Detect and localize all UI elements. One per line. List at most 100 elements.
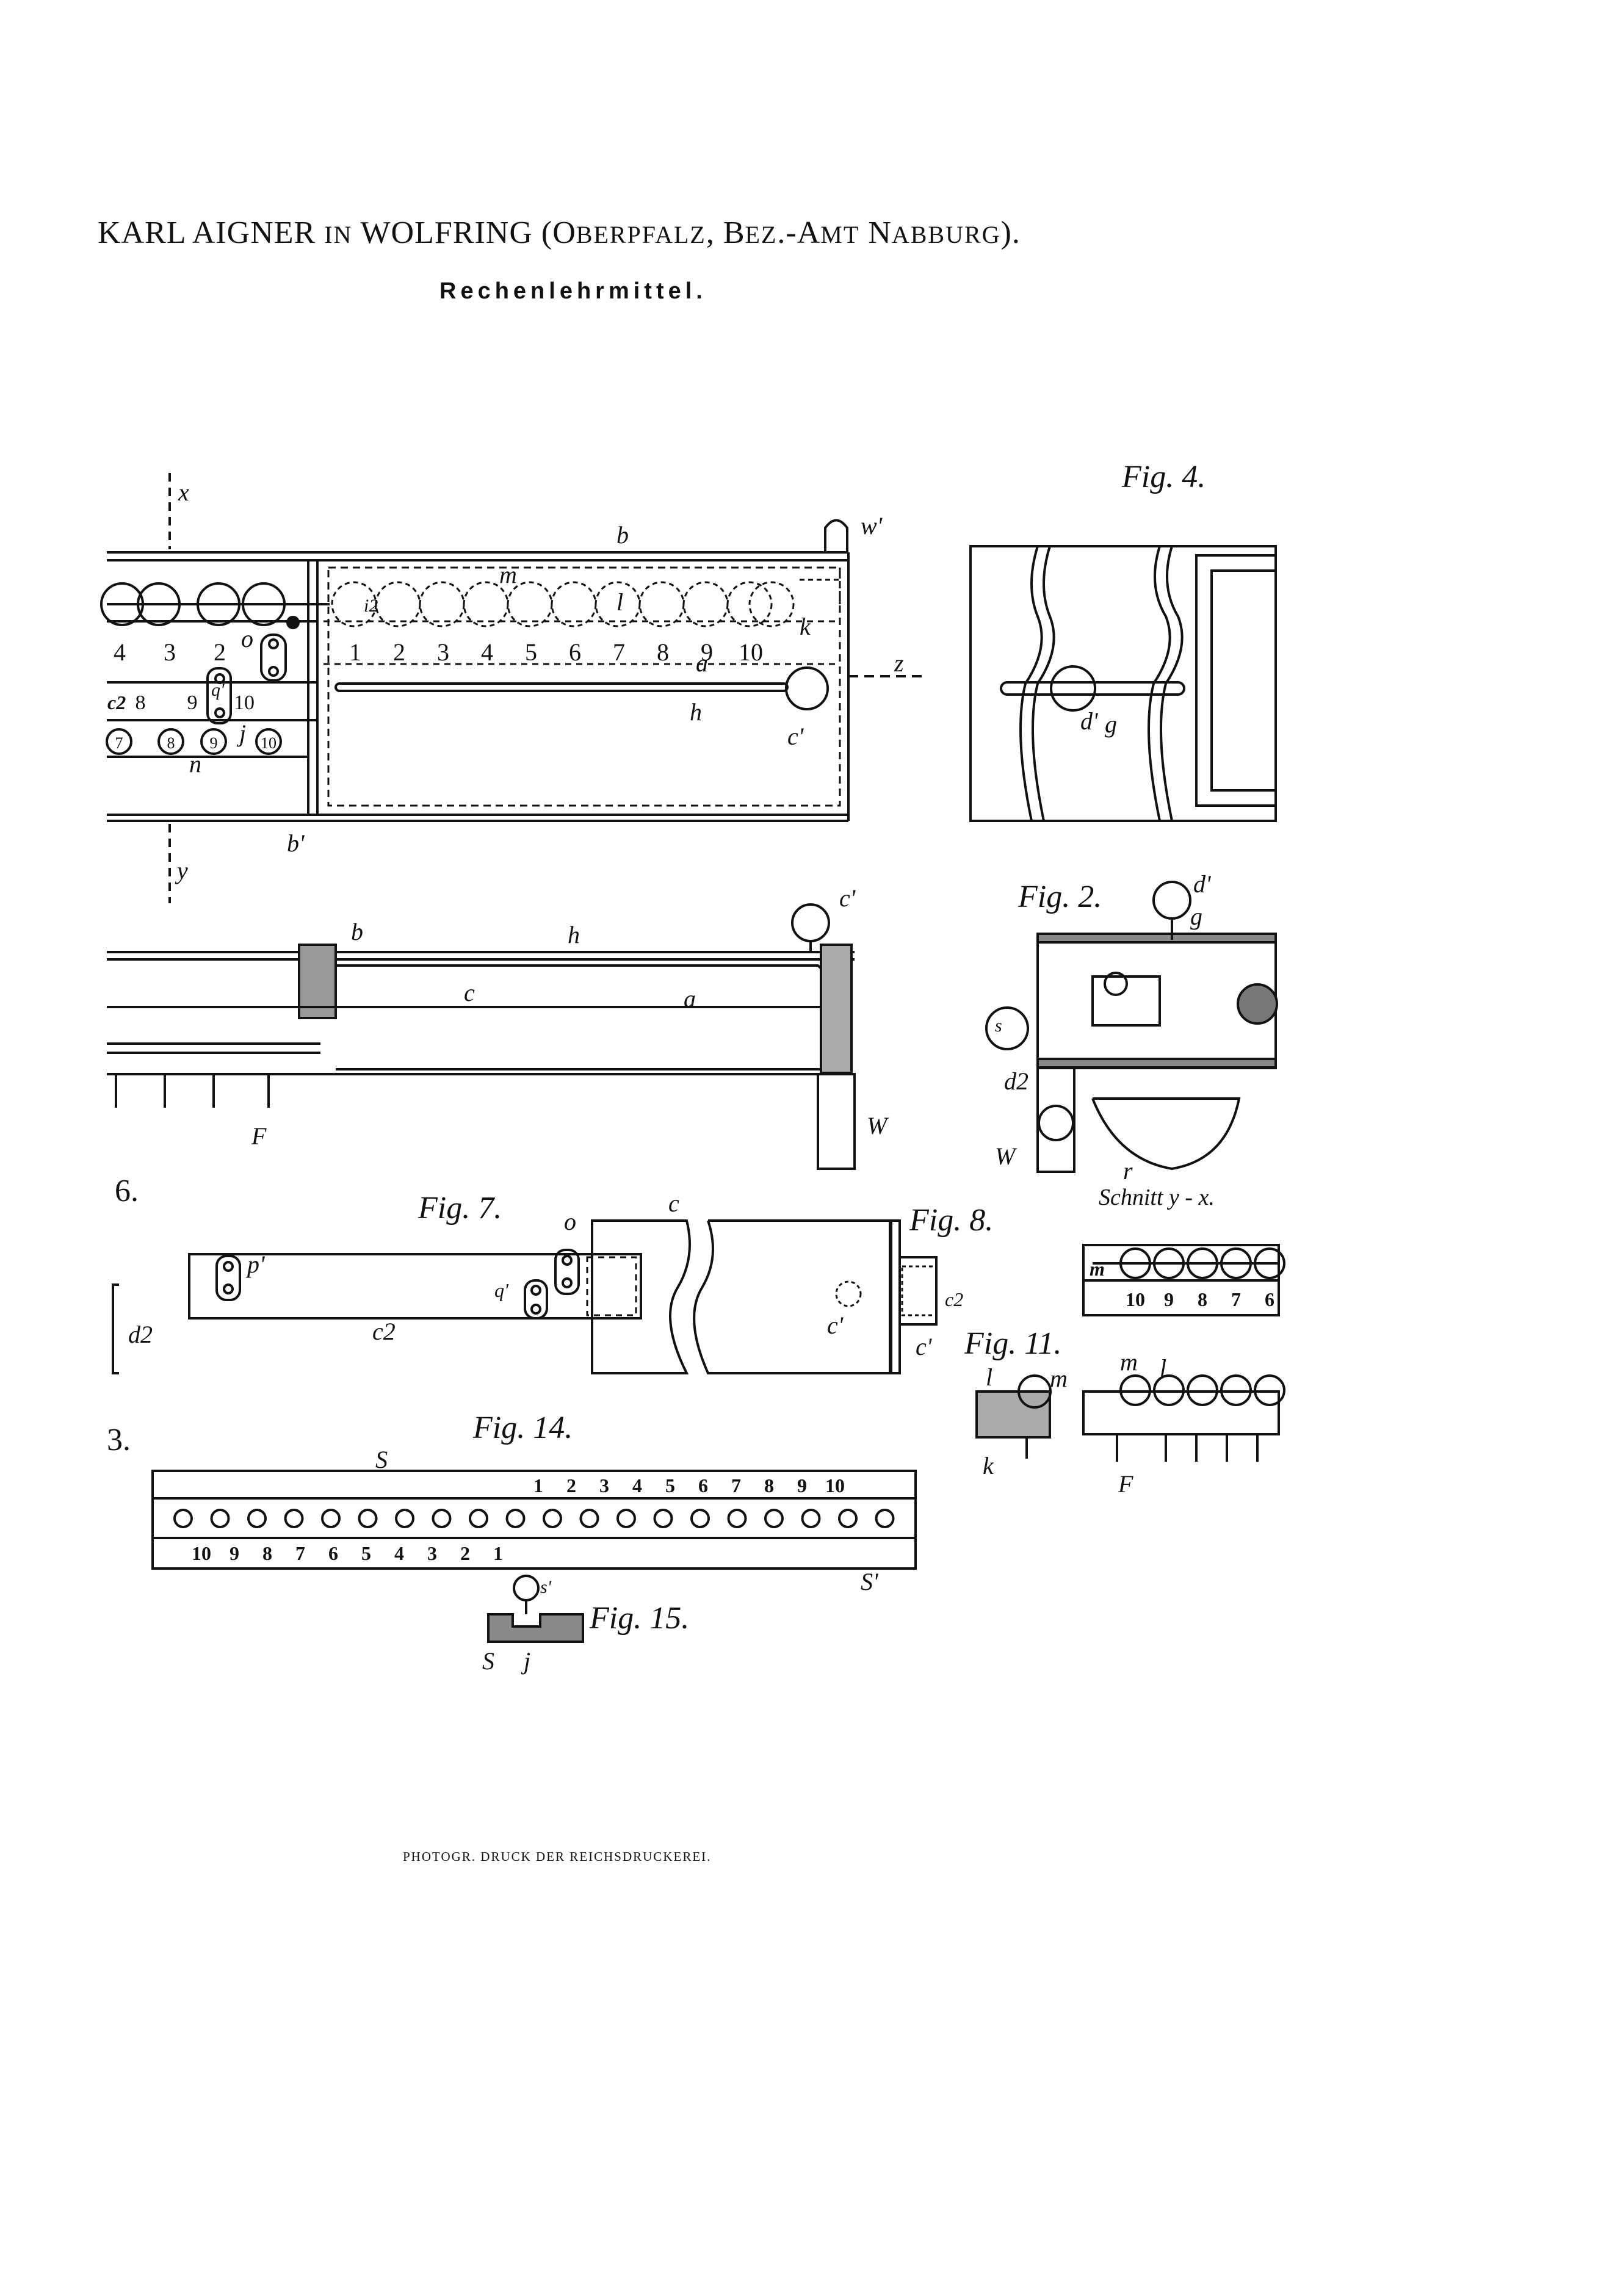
fig1-circle-number-8: 8 bbox=[167, 734, 175, 752]
fig10-number-6: 6 bbox=[1265, 1288, 1274, 1310]
fig14-hole bbox=[616, 1509, 636, 1528]
ref-b: b bbox=[616, 521, 629, 549]
fig8-label: Fig. 8. bbox=[909, 1203, 994, 1238]
ref-q1: q' bbox=[211, 680, 225, 700]
ref-l-fig12: l bbox=[1160, 1354, 1166, 1382]
fig1-scale-number-10: 10 bbox=[739, 638, 763, 666]
fig14-hole bbox=[432, 1509, 452, 1528]
fig14-hole bbox=[875, 1509, 895, 1528]
fig1-scale-number-2: 2 bbox=[393, 638, 405, 666]
fig1-row3-number-9: 9 bbox=[187, 691, 198, 714]
fig14-top-number-10: 10 bbox=[825, 1475, 845, 1496]
ref-g-fig2: g bbox=[1190, 903, 1202, 930]
fig14-bottom-number-2: 2 bbox=[460, 1542, 470, 1564]
ref-n: n bbox=[189, 750, 201, 778]
fig14-hole bbox=[469, 1509, 488, 1528]
fig1-circle-number-9: 9 bbox=[210, 734, 218, 752]
printer-footer: PHOTOGR. DRUCK DER REICHSDRUCKEREI. bbox=[403, 1849, 712, 1864]
ref-m-fig11: m bbox=[1050, 1365, 1068, 1392]
fig1-plan-view bbox=[100, 473, 928, 903]
fig1-left-number-2: 2 bbox=[214, 638, 226, 666]
ref-r-fig2: r bbox=[1123, 1157, 1133, 1185]
fig1-circle-number-10: 10 bbox=[261, 734, 277, 752]
ref-l: l bbox=[616, 588, 623, 616]
patent-subtitle: Rechenlehrmittel. bbox=[439, 278, 707, 304]
fig15-section bbox=[487, 1575, 584, 1643]
header-district: EZ bbox=[745, 221, 778, 248]
fig1-scale-number-6: 6 bbox=[569, 638, 581, 666]
fig10-number-9: 9 bbox=[1164, 1288, 1174, 1310]
ref-o: o bbox=[241, 625, 253, 652]
header-nabburg: ABBURG bbox=[891, 221, 1001, 248]
fig14-hole bbox=[801, 1509, 821, 1528]
fig14-bottom-number-4: 4 bbox=[394, 1542, 404, 1564]
ref-F: F bbox=[251, 1122, 267, 1150]
fig14-hole bbox=[727, 1509, 747, 1528]
fig14-bottom-number-8: 8 bbox=[262, 1542, 272, 1564]
ref-m: m bbox=[499, 561, 517, 588]
fig14-hole bbox=[210, 1509, 230, 1528]
fig1-left-number-3: 3 bbox=[164, 638, 176, 666]
ref-j: j bbox=[236, 720, 246, 747]
fig7-slider bbox=[188, 1219, 892, 1374]
fig-longitudinal-section bbox=[107, 903, 856, 1170]
ref-c-section: c bbox=[464, 979, 475, 1006]
fig14-bottom-number-3: 3 bbox=[427, 1542, 437, 1564]
fig14-bottom-number-9: 9 bbox=[230, 1542, 239, 1564]
ref-c1-section: c' bbox=[839, 884, 856, 912]
ref-m-fig10: m bbox=[1090, 1258, 1105, 1280]
fig11-section bbox=[975, 1374, 1052, 1459]
ref-d1-fig4: d' bbox=[1080, 707, 1099, 735]
fig1-row3-number-8: 8 bbox=[136, 691, 146, 714]
ref-h: h bbox=[690, 698, 702, 726]
ref-W: W bbox=[867, 1112, 889, 1139]
fig14-hole bbox=[358, 1509, 378, 1528]
ref-q1-fig7: q' bbox=[494, 1279, 509, 1301]
fig14-hole bbox=[284, 1509, 304, 1528]
fig14-top-number-8: 8 bbox=[764, 1475, 774, 1496]
ref-k-fig11: k bbox=[983, 1452, 994, 1479]
header-amt-dash: .-A bbox=[777, 215, 821, 250]
fig14-hole bbox=[838, 1509, 858, 1528]
fig1-scale-number-8: 8 bbox=[657, 638, 669, 666]
ref-m-fig12: m bbox=[1120, 1348, 1138, 1376]
ref-c1-fig8: c' bbox=[916, 1333, 933, 1360]
fig4-detail bbox=[969, 545, 1277, 822]
fig14-hole bbox=[505, 1509, 526, 1528]
fig1-scale-number-3: 3 bbox=[437, 638, 449, 666]
fig14-top-number-1: 1 bbox=[533, 1475, 543, 1496]
fig14-top-number-4: 4 bbox=[632, 1475, 642, 1496]
ref-a: a bbox=[696, 649, 708, 677]
fig14-hole bbox=[690, 1509, 710, 1528]
ref-c-fig7: c bbox=[668, 1190, 679, 1217]
fig14-hole bbox=[579, 1509, 599, 1528]
patent-header: KARL AIGNER IN WOLFRING (OBERPFALZ, BEZ.… bbox=[98, 215, 1021, 251]
fig14-bottom-number-5: 5 bbox=[361, 1542, 371, 1564]
fig1-left-number-4: 4 bbox=[114, 638, 126, 666]
ref-S1-fig14: S' bbox=[861, 1568, 879, 1595]
ref-d2-fig2: d2 bbox=[1004, 1067, 1028, 1095]
header-in: IN bbox=[324, 221, 353, 248]
fig14-top-number-9: 9 bbox=[797, 1475, 807, 1496]
fig14-top-number-7: 7 bbox=[731, 1475, 741, 1496]
fig2-label: Fig. 2. bbox=[1018, 879, 1102, 914]
fig1-scale-number-7: 7 bbox=[613, 638, 625, 666]
ref-g-fig4: g bbox=[1105, 710, 1117, 738]
fig7-label: Fig. 7. bbox=[418, 1191, 502, 1226]
fig14-bottom-number-7: 7 bbox=[295, 1542, 305, 1564]
fig14-top-number-2: 2 bbox=[566, 1475, 576, 1496]
ref-c2-fig7: c2 bbox=[372, 1318, 396, 1345]
fig14-hole bbox=[173, 1509, 193, 1528]
fig6-label: 6. bbox=[115, 1174, 139, 1208]
fig14-bottom-number-1: 1 bbox=[493, 1542, 503, 1564]
header-part1: KARL AIGNER bbox=[98, 215, 325, 250]
ref-c1: c' bbox=[787, 723, 804, 750]
fig14-hole bbox=[321, 1509, 341, 1528]
ref-w1: w' bbox=[861, 512, 883, 540]
ref-b-section: b bbox=[351, 918, 363, 945]
ref-o-fig7: o bbox=[564, 1208, 576, 1235]
fig15-label: Fig. 15. bbox=[590, 1601, 690, 1636]
fig14-bottom-number-10: 10 bbox=[192, 1542, 211, 1564]
fig14-hole bbox=[764, 1509, 784, 1528]
fig6-profile bbox=[112, 1283, 119, 1374]
